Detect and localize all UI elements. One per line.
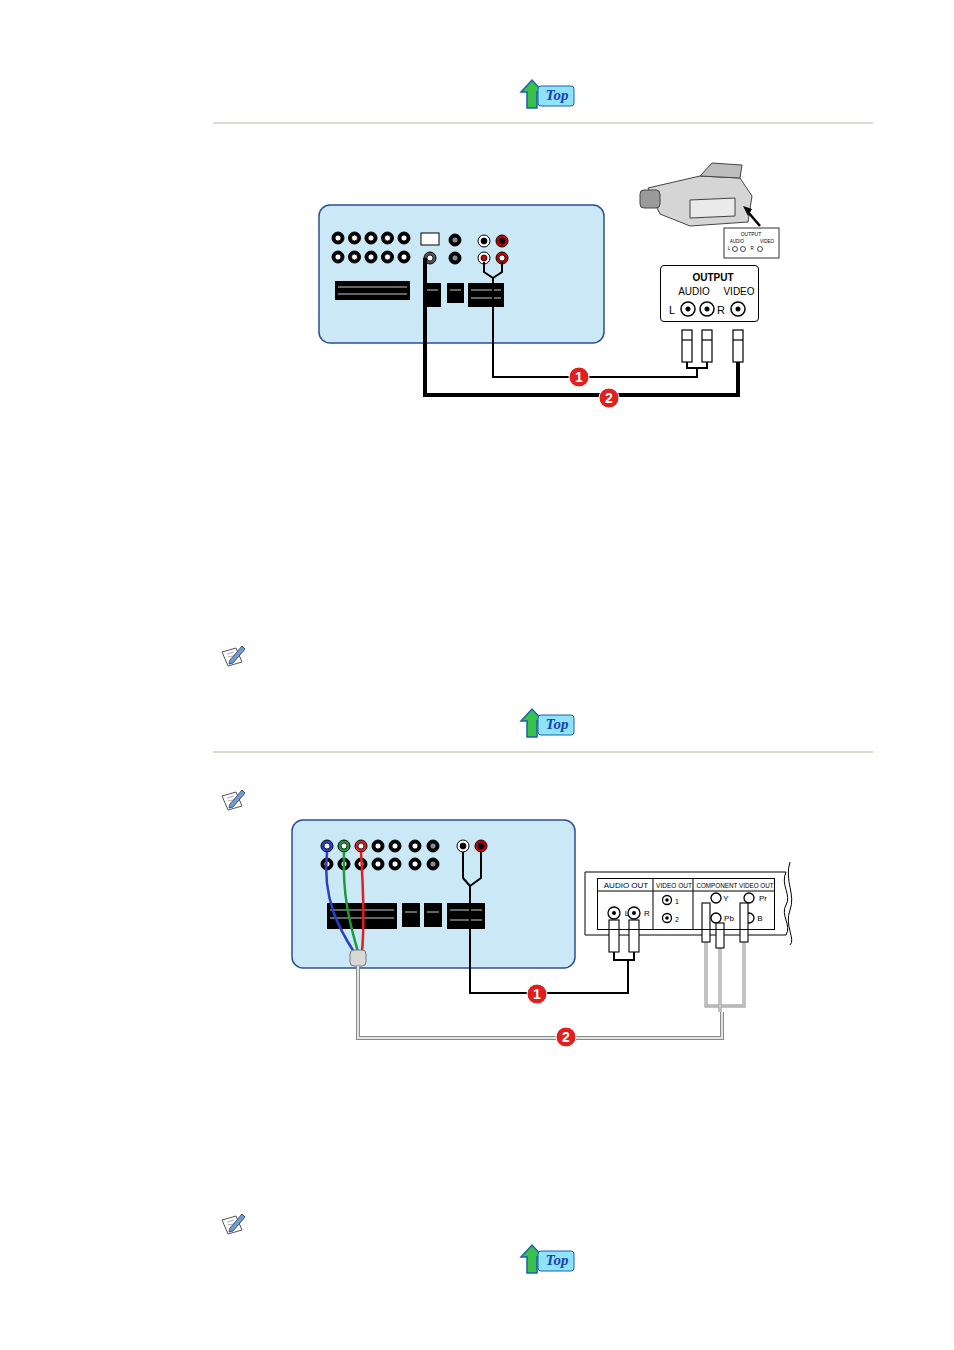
port-label: OUTPUT xyxy=(741,232,762,237)
port-label: 2 xyxy=(675,916,679,923)
port-label: R xyxy=(717,305,725,316)
top-button: Top xyxy=(546,88,569,103)
port-label: R xyxy=(750,247,753,252)
port-label: Y xyxy=(723,895,728,903)
port-label: VIDEO OUT xyxy=(656,883,692,890)
port-label: R xyxy=(644,910,650,918)
port-label: B xyxy=(757,915,762,923)
top-button: Top xyxy=(546,1253,569,1268)
output-box: OUTPUT AUDIO VIDEO L R xyxy=(724,228,779,258)
callout-number: 1 xyxy=(533,987,541,1001)
callout-number: 2 xyxy=(562,1030,570,1044)
top-button: Top xyxy=(546,717,569,732)
port-label: 1 xyxy=(675,898,679,905)
port-label: L xyxy=(625,910,629,918)
port-label: L xyxy=(728,247,731,252)
port-label: Pr xyxy=(759,895,767,903)
callout-number: 1 xyxy=(575,370,583,384)
port-label: AUDIO xyxy=(678,287,710,297)
port-label: OUTPUT xyxy=(692,273,733,283)
port-label: L xyxy=(669,305,675,316)
port-label: VIDEO xyxy=(760,240,774,245)
output-panel: AUDIO OUT VIDEO OUT COMPONENT VIDEO OUT L R 1… xyxy=(597,878,775,930)
port-label: COMPONENT VIDEO OUT xyxy=(696,883,773,889)
port-label: Pb xyxy=(724,915,734,923)
callout-number: 2 xyxy=(605,391,613,405)
port-label: VIDEO xyxy=(723,287,754,297)
output-box: OUTPUT AUDIO VIDEO L R xyxy=(660,265,759,322)
port-label: AUDIO OUT xyxy=(604,882,648,890)
port-label: AUDIO xyxy=(730,240,744,245)
